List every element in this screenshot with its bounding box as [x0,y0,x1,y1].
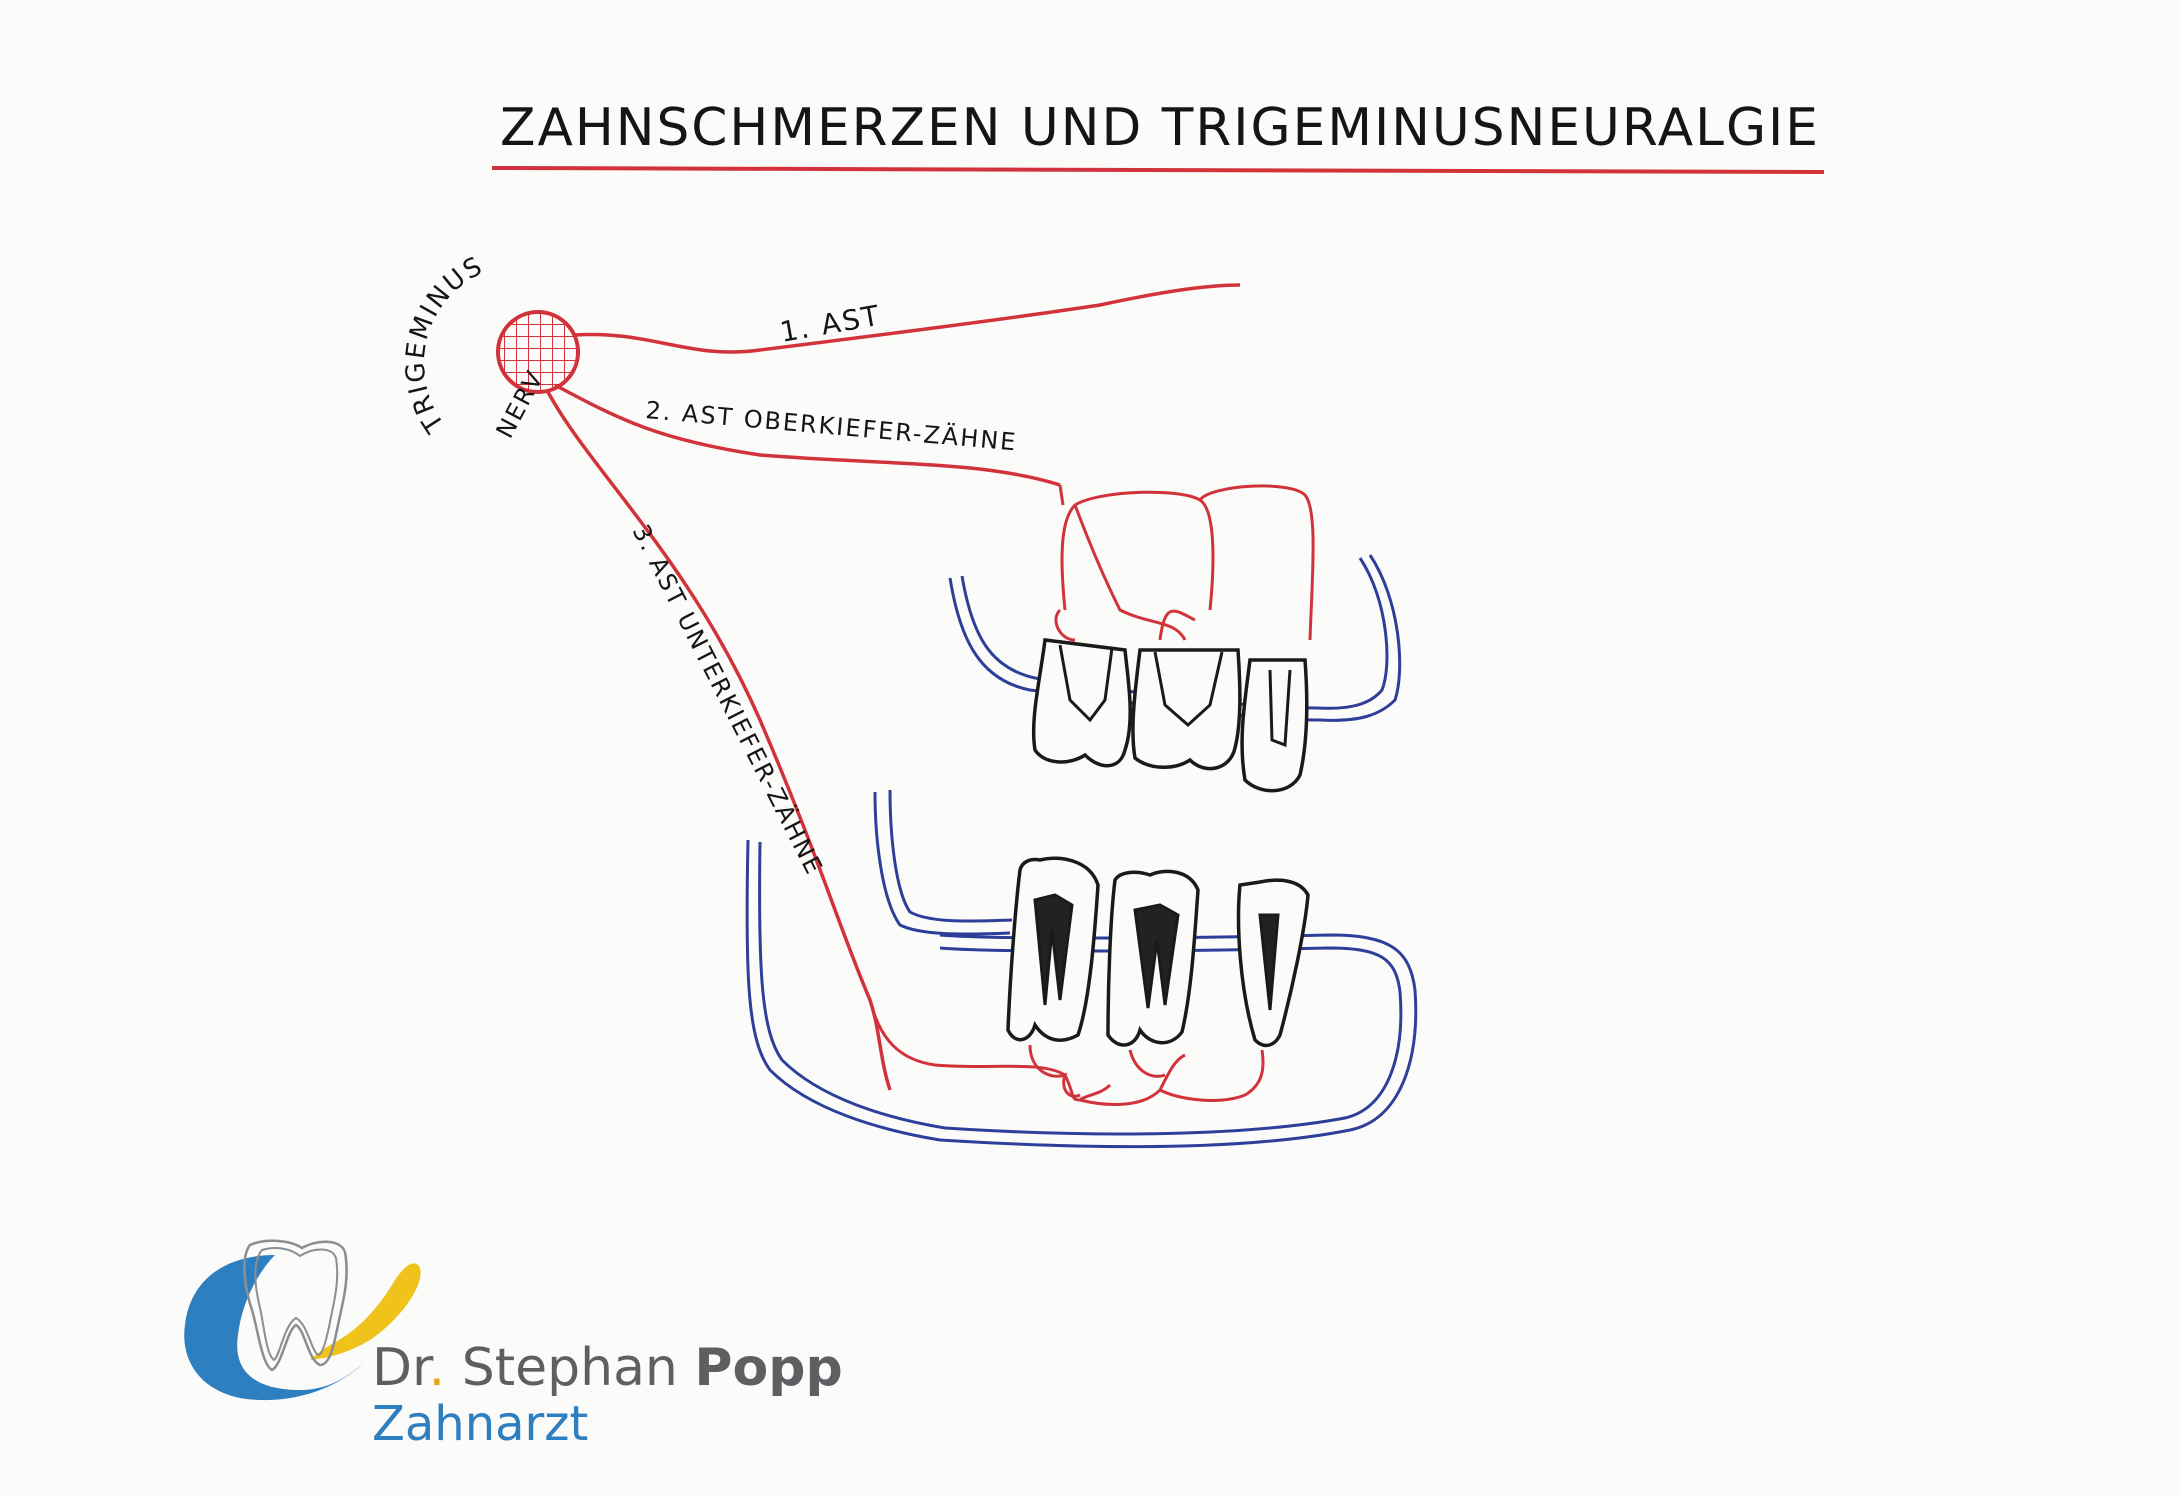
branch-2-label: 2. AST OBERKIEFER-ZÄHNE [644,395,1018,456]
title-group: ZAHNSCHMERZEN UND TRIGEMINUSNEURALGIE [491,98,1825,174]
branch-3-label: 3. AST UNTERKIEFER-ZÄHNE [627,520,830,881]
logo-swoosh-blue [184,1255,365,1401]
logo-name-dot: . [429,1338,446,1398]
upper-tooth-1 [1031,638,1132,768]
ganglion-outline [496,310,580,394]
logo-name: Dr. Stephan Popp [372,1338,843,1398]
nerve-label-nerv: NERV [491,365,550,443]
upper-teeth-pulp [1058,644,1292,748]
logo-name-last: Popp [694,1338,842,1398]
trigeminus-ganglion [496,310,580,394]
diagram-title: ZAHNSCHMERZEN UND TRIGEMINUSNEURALGIE [500,98,1820,158]
upper-tooth-3 [1240,658,1309,793]
ganglion-hatch [498,312,578,392]
logo-name-first: Stephan [445,1338,694,1398]
branch-1-line [574,283,1241,354]
upper-teeth [1031,638,1309,793]
logo-name-prefix: Dr [372,1338,434,1398]
branch-3-line [546,391,892,1091]
nerve-label-trigeminus: TRIGEMINUS [401,251,489,439]
logo-tooth-inner [254,1247,339,1362]
title-underline [491,166,1825,174]
clinic-logo: Dr. Stephan Popp Zahnarzt [184,1239,843,1452]
lower-teeth-pulp [1033,893,1280,1011]
upper-roots [1054,484,1315,642]
branch-2-line [554,383,1061,487]
logo-swoosh-yellow [310,1263,421,1360]
logo-subtitle: Zahnarzt [372,1396,588,1452]
upper-tooth-2 [1131,648,1242,771]
lower-roots [868,999,1265,1106]
logo-tooth-icon [243,1239,348,1372]
